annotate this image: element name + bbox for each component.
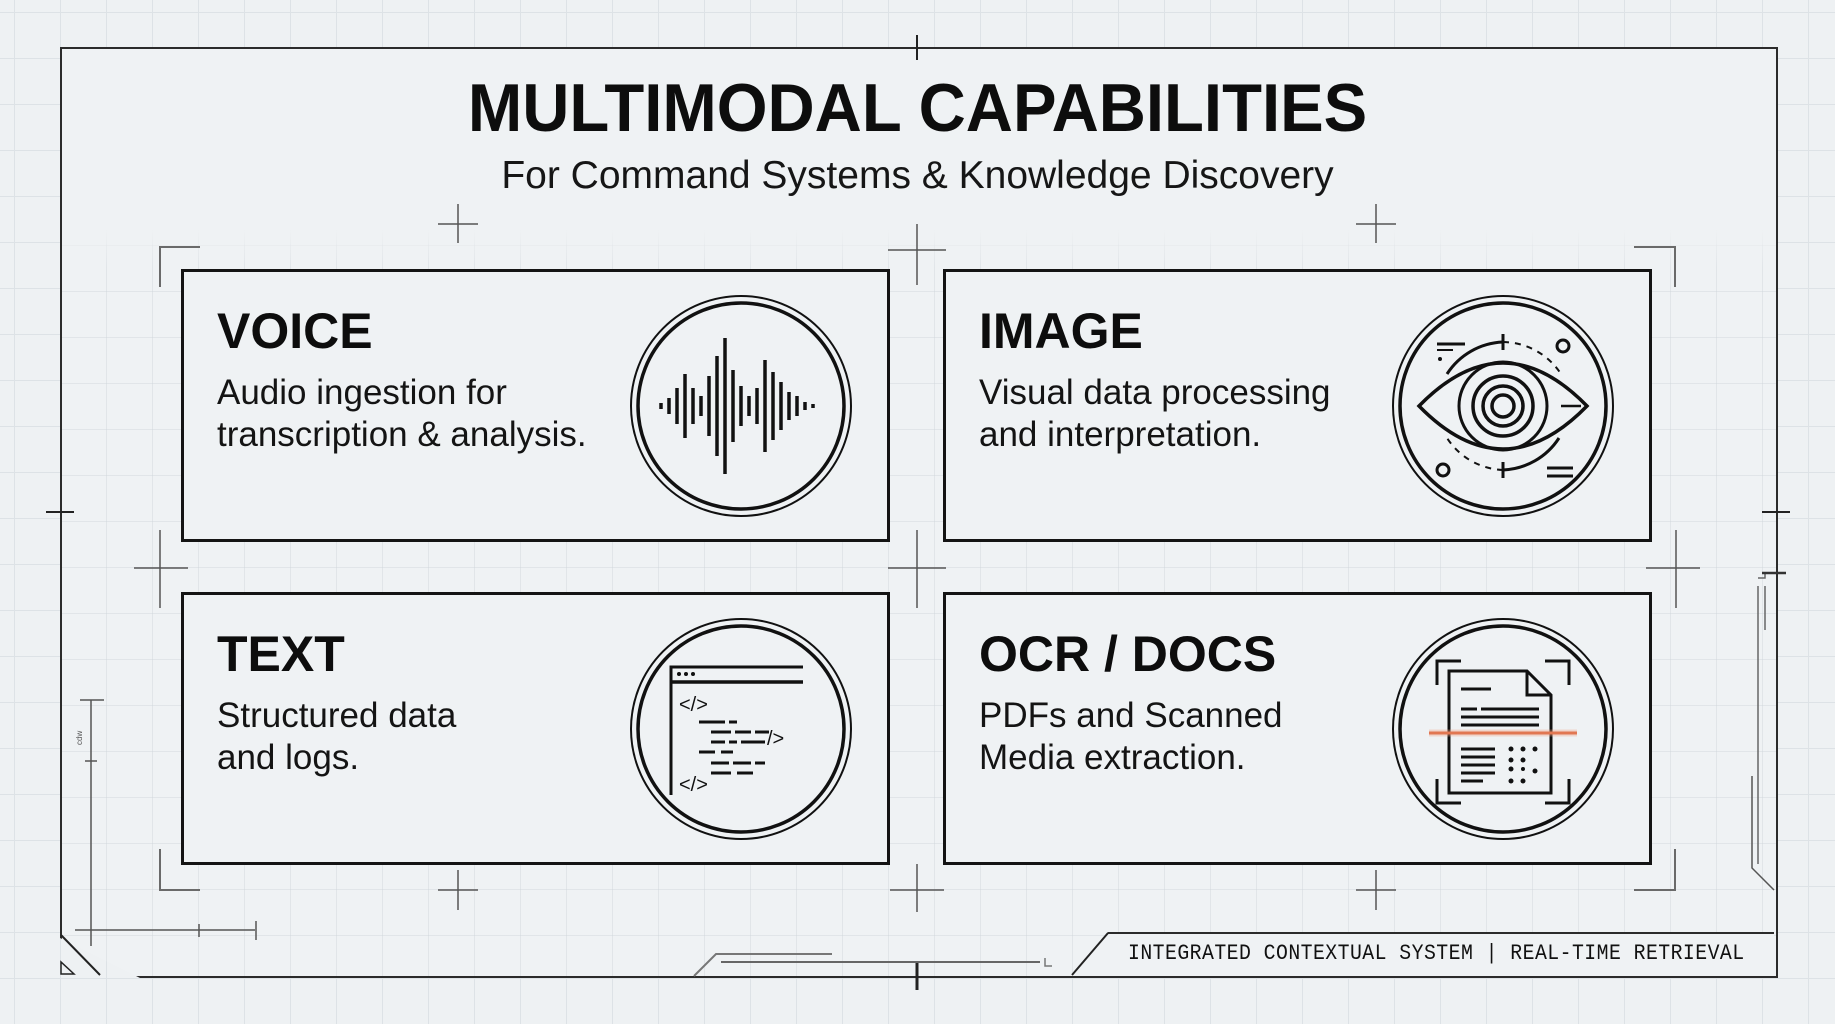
svg-text:/>: />: [767, 728, 784, 750]
code-window-icon: </> </> />: [627, 615, 855, 843]
document-scan-icon: [1389, 615, 1617, 843]
card-description: Visual data processing and interpretatio…: [979, 372, 1399, 456]
sound-wave-icon: [627, 292, 855, 520]
footer-chamfer: [1071, 932, 1109, 976]
card-title: OCR / DOCS: [979, 626, 1277, 682]
footer-bar: [1072, 932, 1774, 976]
card-voice: VOICE Audio ingestion for transcription …: [181, 269, 890, 542]
card-description: Structured data and logs.: [217, 695, 637, 779]
page-title: MULTIMODAL CAPABILITIES: [467, 70, 1368, 146]
card-description-line: transcription & analysis.: [217, 415, 587, 454]
card-title: IMAGE: [979, 303, 1143, 359]
card-title: VOICE: [217, 303, 373, 359]
card-text: TEXT Structured data and logs. </> </> /…: [181, 592, 890, 865]
card-title: TEXT: [217, 626, 345, 682]
card-description-line: Audio ingestion for: [217, 373, 507, 412]
page-subtitle: For Command Systems & Knowledge Discover…: [501, 154, 1334, 197]
card-description: Audio ingestion for transcription & anal…: [217, 372, 637, 456]
eye-scan-icon: [1389, 292, 1617, 520]
svg-text:</>: </>: [679, 694, 708, 716]
card-image: IMAGE Visual data processing and interpr…: [943, 269, 1652, 542]
card-description-line: PDFs and Scanned: [979, 696, 1283, 735]
card-description-line: and logs.: [217, 738, 360, 777]
card-ocr-docs: OCR / DOCS PDFs and Scanned Media extrac…: [943, 592, 1652, 865]
card-description-line: Visual data processing: [979, 373, 1331, 412]
card-description-line: and interpretation.: [979, 415, 1262, 454]
footer-label: INTEGRATED CONTEXTUAL SYSTEM | REAL-TIME…: [1128, 941, 1745, 966]
card-description-line: Media extraction.: [979, 738, 1246, 777]
card-description-line: Structured data: [217, 696, 457, 735]
svg-text:</>: </>: [679, 774, 708, 796]
card-description: PDFs and Scanned Media extraction.: [979, 695, 1399, 779]
